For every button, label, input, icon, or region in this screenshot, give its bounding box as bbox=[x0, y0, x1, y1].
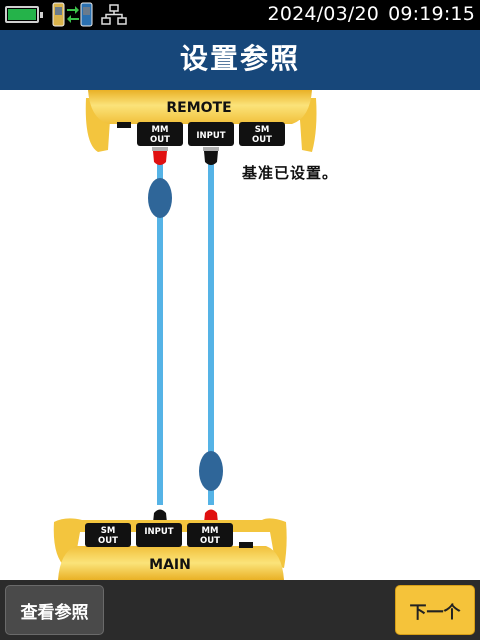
device-sync-icon bbox=[52, 2, 93, 27]
main-port-sm-out: SM OUT bbox=[85, 523, 131, 547]
reference-diagram: REMOTE MM OUT INPUT SM OUT bbox=[0, 90, 480, 580]
main-port-mm-out: MM OUT bbox=[187, 523, 233, 547]
page-title: 设置参照 bbox=[179, 42, 300, 75]
status-bar: 2024/03/20 09:19:15 bbox=[0, 0, 480, 30]
connector-red-top bbox=[153, 151, 167, 165]
svg-text:INPUT: INPUT bbox=[196, 131, 225, 141]
bottom-bar: 查看参照 下一个 bbox=[0, 580, 480, 640]
remote-port-mm-out: MM OUT bbox=[137, 122, 183, 146]
connector-red-bottom bbox=[204, 509, 218, 523]
mandrel-right bbox=[199, 451, 223, 491]
svg-text:OUT: OUT bbox=[252, 135, 272, 145]
main-unit-label: MAIN bbox=[149, 557, 191, 573]
svg-text:OUT: OUT bbox=[200, 536, 220, 546]
cable-right bbox=[208, 162, 214, 505]
svg-text:MM: MM bbox=[152, 125, 169, 135]
next-button[interactable]: 下一个 bbox=[395, 585, 475, 635]
connector-black-bottom bbox=[153, 509, 167, 523]
svg-text:SM: SM bbox=[255, 125, 270, 135]
remote-port-sm-out: SM OUT bbox=[239, 122, 285, 146]
test-cords bbox=[148, 147, 223, 527]
svg-text:SM: SM bbox=[101, 526, 116, 536]
title-bar: 设置参照 bbox=[0, 30, 480, 90]
main-unit: MAIN SM OUT INPUT MM OUT bbox=[53, 518, 287, 580]
svg-text:OUT: OUT bbox=[98, 536, 118, 546]
remote-unit: REMOTE MM OUT INPUT SM OUT bbox=[85, 90, 317, 152]
svg-text:INPUT: INPUT bbox=[144, 527, 173, 537]
svg-text:MM: MM bbox=[202, 526, 219, 536]
network-icon bbox=[101, 4, 127, 25]
reference-set-message: 基准已设置。 bbox=[242, 164, 339, 182]
datetime: 2024/03/20 09:19:15 bbox=[268, 3, 475, 25]
svg-text:OUT: OUT bbox=[150, 135, 170, 145]
cable-left bbox=[157, 162, 163, 505]
mandrel-left bbox=[148, 178, 172, 218]
remote-unit-label: REMOTE bbox=[166, 100, 231, 116]
connector-black-top bbox=[204, 151, 218, 165]
battery-full-icon bbox=[5, 6, 43, 23]
date-text: 2024/03/20 bbox=[267, 3, 380, 25]
time-text: 09:19:15 bbox=[388, 3, 475, 25]
main-port-input: INPUT bbox=[136, 523, 182, 547]
remote-port-input: INPUT bbox=[188, 122, 234, 146]
view-reference-button[interactable]: 查看参照 bbox=[5, 585, 104, 635]
